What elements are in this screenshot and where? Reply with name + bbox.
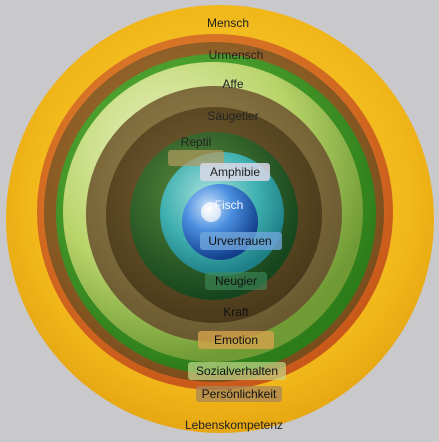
label-urvertrauen: Urvertrauen bbox=[208, 234, 271, 248]
label-lebenskompetenz: Lebenskompetenz bbox=[185, 418, 283, 432]
label-affe: Affe bbox=[222, 77, 243, 91]
plate-urvertrauen bbox=[200, 232, 282, 250]
plate-emotion bbox=[198, 331, 274, 349]
plate-persoenlichkeit bbox=[196, 386, 282, 402]
label-neugier: Neugier bbox=[215, 274, 257, 288]
label-persoenlichkeit: Persönlichkeit bbox=[202, 387, 277, 401]
label-mensch: Mensch bbox=[207, 16, 249, 30]
plate-amphibie bbox=[200, 163, 270, 181]
label-kraft: Kraft bbox=[223, 305, 249, 319]
label-emotion: Emotion bbox=[214, 333, 258, 347]
label-urmensch: Urmensch bbox=[209, 48, 264, 62]
plate-sozialverhalten bbox=[188, 362, 286, 380]
plate-reptil bbox=[168, 150, 224, 166]
label-fisch: Fisch bbox=[215, 198, 244, 212]
core-highlight bbox=[201, 202, 221, 222]
label-saeugetier: Säugetier bbox=[207, 109, 258, 123]
label-amphibie: Amphibie bbox=[210, 165, 260, 179]
label-sozialverhalten: Sozialverhalten bbox=[196, 364, 278, 378]
label-reptil: Reptil bbox=[181, 135, 212, 149]
plate-neugier bbox=[205, 272, 267, 290]
